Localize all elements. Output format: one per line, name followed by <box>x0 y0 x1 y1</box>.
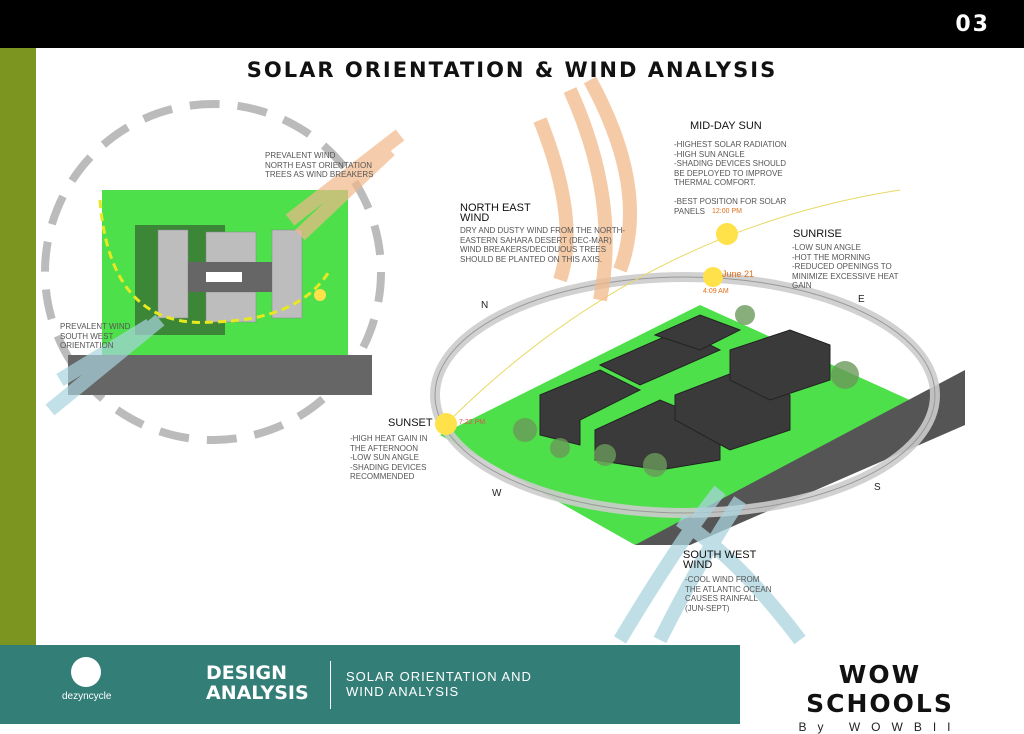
footer-divider <box>330 661 331 709</box>
footer-section: DESIGN ANALYSIS <box>206 662 309 704</box>
tree-icons <box>513 305 859 477</box>
compass-n: N <box>481 300 489 311</box>
compass-e: E <box>858 294 865 305</box>
midday-sun-icon <box>716 223 738 245</box>
sunrise-sun-icon <box>703 267 723 287</box>
sunset-sun-icon <box>435 413 457 435</box>
page-number: 03 <box>955 12 990 37</box>
ne-wind-text: DRY AND DUSTY WIND FROM THE NORTH- EASTE… <box>460 226 626 264</box>
sun-date: June 21 <box>722 269 755 279</box>
plan-ne-wind-label: PREVALENT WIND NORTH EAST ORIENTATION TR… <box>265 151 374 179</box>
ne-wind-arrows-icon <box>533 76 637 302</box>
top-bar: 03 <box>0 0 1024 48</box>
compass-w: W <box>492 488 502 499</box>
footer-bar: dezyncycle DESIGN ANALYSIS SOLAR ORIENTA… <box>0 645 740 724</box>
midday-text: -HIGHEST SOLAR RADIATION -HIGH SUN ANGLE… <box>674 140 787 216</box>
compass-s: S <box>874 482 881 493</box>
sw-wind-heading: SOUTH WEST WIND <box>683 549 757 571</box>
sunset-time: 7:22 PM <box>459 419 486 426</box>
brand-name: WOW SCHOOLS <box>806 660 954 718</box>
site-plan <box>41 100 405 444</box>
axonometric-view <box>430 76 965 645</box>
midday-heading: MID-DAY SUN <box>690 120 762 132</box>
logo-text: dezyncycle <box>62 691 112 702</box>
logo-mark-icon <box>71 657 101 687</box>
sunset-heading: SUNSET <box>388 417 433 429</box>
sunrise-text: -LOW SUN ANGLE -HOT THE MORNING -REDUCED… <box>792 243 899 290</box>
brand-by: By WOWBII <box>798 720 962 734</box>
sw-wind-arrows-icon <box>613 485 806 645</box>
plan-buildings <box>157 229 303 323</box>
sunset-text: -HIGH HEAT GAIN IN THE AFTERNOON -LOW SU… <box>350 434 428 481</box>
plan-sun-icon <box>314 289 326 301</box>
page-title: SOLAR ORIENTATION & WIND ANALYSIS <box>246 58 778 82</box>
brand-block: WOW SCHOOLS By WOWBII <box>760 660 1000 734</box>
plan-ne-wind-arrow-icon <box>285 129 405 241</box>
sun-path <box>444 189 901 426</box>
plan-sw-wind-arrow-icon <box>45 314 165 416</box>
side-accent-bar <box>0 48 36 645</box>
ne-wind-heading: NORTH EAST WIND <box>460 202 531 224</box>
footer-subtitle: SOLAR ORIENTATION AND WIND ANALYSIS <box>346 669 532 699</box>
midday-time: 12:00 PM <box>712 208 742 215</box>
sunrise-time: 4:09 AM <box>703 288 729 295</box>
sw-wind-text: -COOL WIND FROM THE ATLANTIC OCEAN CAUSE… <box>685 575 772 613</box>
axo-buildings <box>539 314 831 471</box>
plan-sw-wind-label: PREVALENT WIND SOUTH WEST ORIENTATION <box>60 322 131 350</box>
plan-sun-path <box>98 199 332 324</box>
dezyncycle-logo: dezyncycle <box>62 657 112 702</box>
sunrise-heading: SUNRISE <box>793 228 842 240</box>
